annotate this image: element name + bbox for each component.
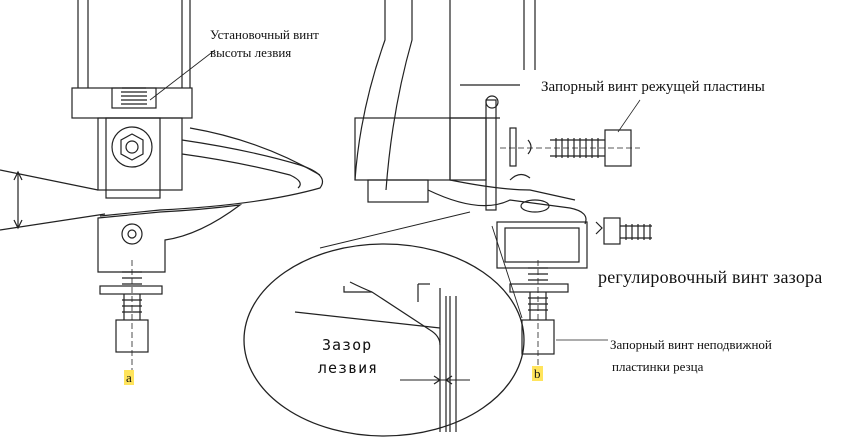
figure-a bbox=[0, 0, 324, 370]
label-blade-gap-line2: лезвия bbox=[318, 359, 379, 377]
gap-adjusting-screw bbox=[595, 217, 652, 245]
label-locking-screw-fixed-plate-line1: Запорный винт неподвижной bbox=[610, 337, 772, 352]
figure-label-a: a bbox=[124, 370, 134, 385]
label-locking-screw-cutting-plate: Запорный винт режущей пластины bbox=[541, 79, 765, 95]
label-gap-adjusting-screw: регулировочный винт зазора bbox=[598, 267, 823, 287]
label-locking-screw-fixed-plate-line2: пластинки резца bbox=[612, 359, 704, 374]
bottom-screw-b bbox=[509, 260, 608, 370]
hex-bolt-head-icon bbox=[111, 126, 153, 168]
label-setscrew-blade-height-line2: высоты лезвия bbox=[210, 45, 292, 60]
locking-screw-cutting-plate bbox=[500, 99, 641, 167]
magnified-detail bbox=[243, 211, 525, 437]
figure-b bbox=[354, 0, 652, 370]
figure-label-b: b bbox=[532, 366, 543, 381]
setscrew-thread-a bbox=[121, 87, 147, 105]
label-blade-gap-line1: Зазор bbox=[322, 336, 373, 354]
label-setscrew-blade-height-line1: Установочный винт bbox=[210, 27, 319, 42]
bottom-screw-a bbox=[99, 260, 163, 370]
